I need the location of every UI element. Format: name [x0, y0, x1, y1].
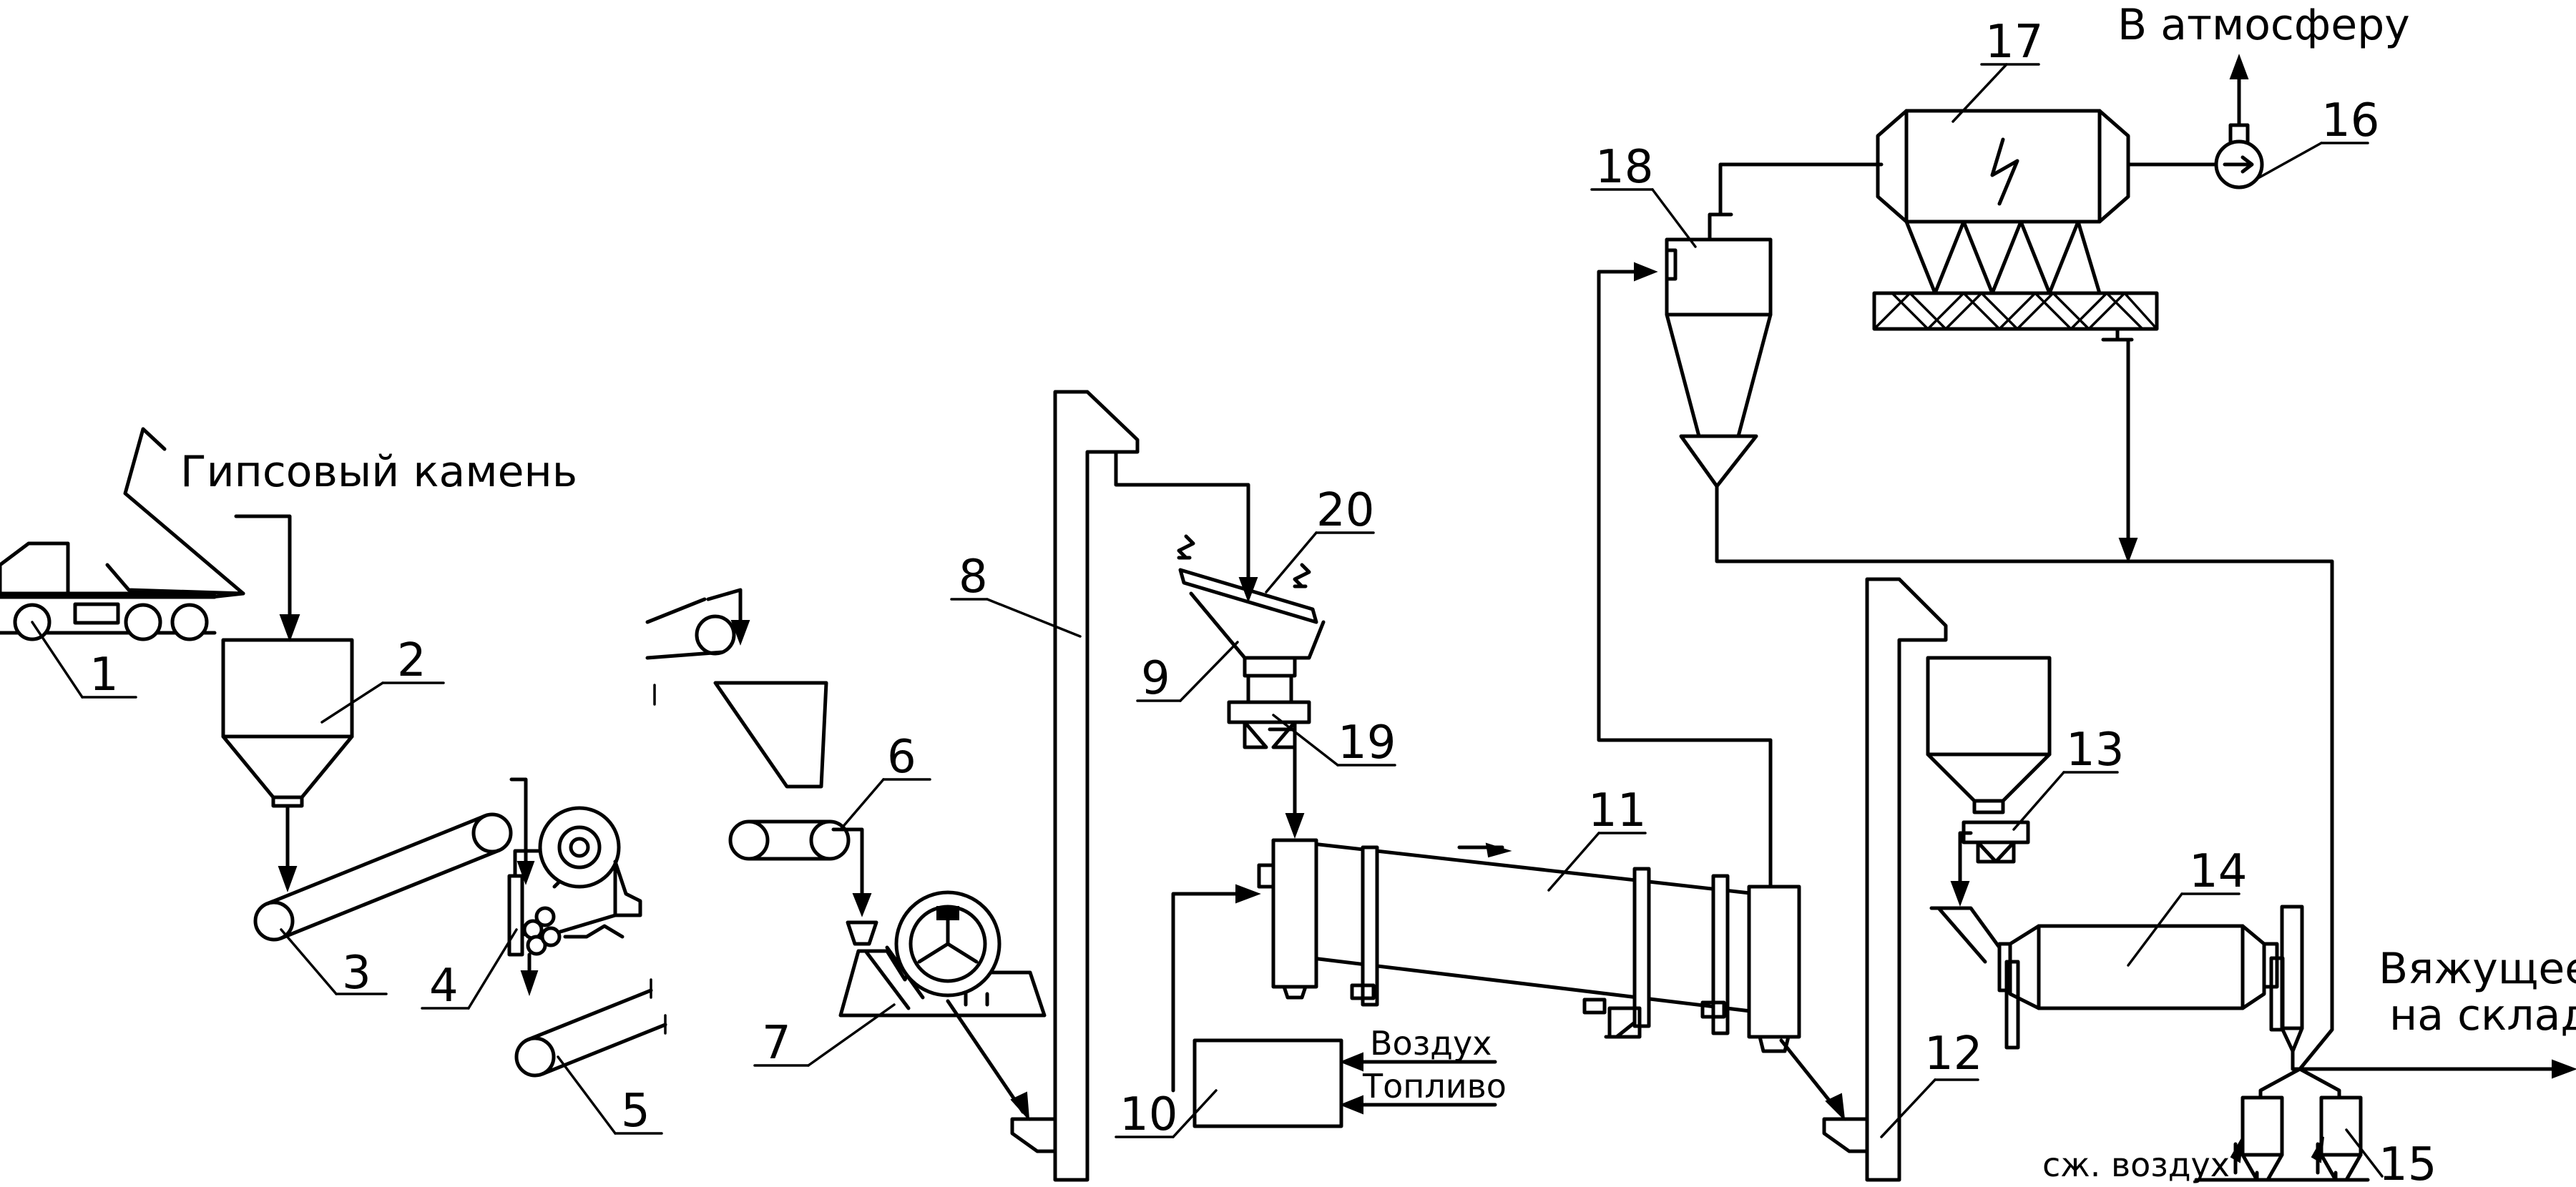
number-12: 12: [1924, 1028, 1982, 1080]
number-3: 3: [342, 947, 371, 1000]
conveyor-3: [253, 812, 513, 942]
number-1: 1: [89, 649, 119, 701]
number-5: 5: [621, 1085, 650, 1138]
elevator-8: [1010, 390, 1258, 1182]
label-binder-line2: на склад: [2389, 990, 2576, 1040]
crusher-4: [507, 777, 642, 997]
leader-5: [557, 1055, 617, 1135]
leader-15: [2345, 1128, 2384, 1178]
number-9: 9: [1141, 652, 1170, 705]
leader-8: [986, 598, 1082, 638]
mill-7: [838, 890, 1047, 1121]
leader-13: [2012, 771, 2065, 831]
number-17: 17: [1985, 16, 2043, 69]
bin-intermediate: [713, 681, 828, 789]
label-compressed-air: сж. воздух: [2042, 1146, 2230, 1184]
label-binder-line1: Вяжущее: [2379, 944, 2576, 994]
number-18: 18: [1595, 141, 1653, 194]
conveyor-top: [645, 588, 750, 706]
label-atmosphere: В атмосферу: [2117, 0, 2410, 50]
leader-7: [807, 1003, 896, 1067]
label-fuel: Топливо: [1362, 1067, 1507, 1105]
number-6: 6: [887, 731, 916, 784]
leader-11: [1547, 832, 1600, 892]
number-8: 8: [959, 551, 988, 604]
arrowhead: [279, 614, 300, 642]
leader-2: [320, 681, 384, 724]
number-15: 15: [2379, 1138, 2437, 1187]
precipitator-17: [1872, 109, 2216, 563]
number-7: 7: [762, 1017, 791, 1070]
number-14: 14: [2189, 845, 2247, 898]
conveyor-5: [514, 978, 667, 1078]
leader-20: [1265, 531, 1318, 594]
leader-4: [467, 928, 518, 1010]
number-10: 10: [1120, 1088, 1177, 1141]
ball-mill-14: [1929, 905, 2304, 1071]
leader-12: [1880, 1078, 1936, 1138]
cyclone-18: [1665, 162, 2334, 1003]
leader-1: [31, 621, 84, 699]
number-16: 16: [2321, 94, 2379, 147]
conveyor-6: [728, 819, 872, 917]
number-19: 19: [1338, 716, 1396, 769]
leader-19: [1272, 714, 1339, 767]
number-11: 11: [1588, 784, 1646, 837]
separators-15: [2194, 999, 2576, 1182]
screen-hopper-9: [1177, 534, 1326, 839]
leader-14: [2127, 892, 2183, 967]
leader-17: [1951, 63, 2008, 123]
fan-16: [2214, 54, 2264, 189]
leader-9: [1179, 641, 1239, 702]
leader-6: [839, 778, 885, 831]
leader-3: [280, 928, 338, 995]
hopper-13: [1926, 656, 2052, 907]
feed-line-gypsum: [234, 514, 292, 635]
label-gypsum-stone: Гипсовый камень: [180, 447, 577, 497]
leader-16: [2256, 142, 2323, 180]
label-air: Воздух: [1370, 1024, 1492, 1063]
elevator-12: [1822, 577, 1948, 1182]
number-4: 4: [429, 960, 459, 1013]
number-20: 20: [1316, 484, 1374, 537]
hopper-2: [221, 638, 354, 892]
rotary-kiln-11: [1257, 262, 1846, 1121]
number-2: 2: [397, 634, 426, 687]
leader-18: [1651, 188, 1697, 248]
leader-10: [1172, 1089, 1218, 1138]
number-13: 13: [2066, 724, 2124, 777]
furnace-10: [1171, 884, 1497, 1128]
